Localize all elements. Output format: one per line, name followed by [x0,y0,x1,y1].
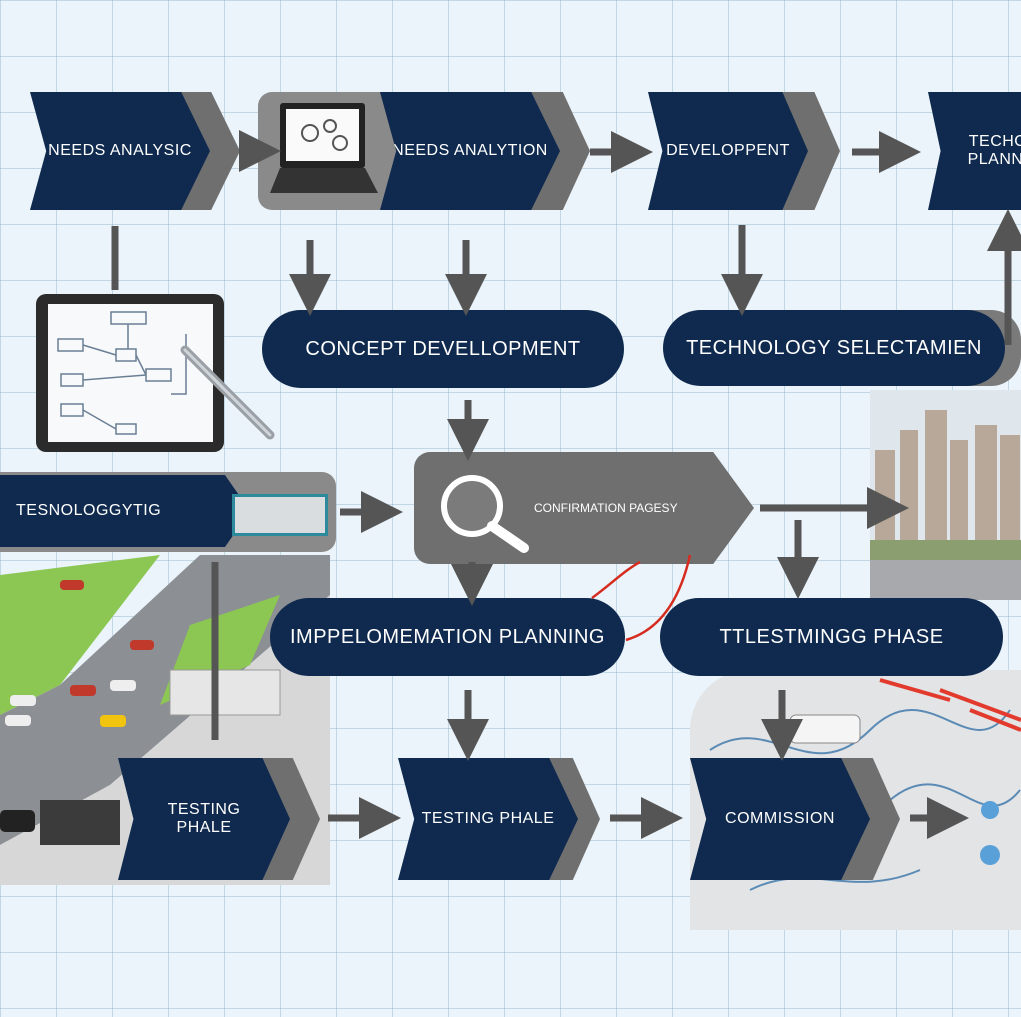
node-technology-selection: TECHNOLOGY SELECTAMIEN [663,310,1005,386]
laptop-icon [270,98,380,198]
city-skyline-icon [870,410,1021,600]
magnifier-icon [432,468,532,554]
node-development: DEVELOPPENT [648,92,808,210]
tablet-icon [36,294,226,454]
city-skyline-scene [870,390,1021,600]
node-testing-phase: TTLESTMINGG PHASE [660,598,1003,676]
node-needs-analysis: NEEDS ANALYSIC [30,92,210,210]
node-tech-planning: TECHO PLANNI [928,92,1021,210]
pen-icon [170,340,280,450]
node-technologygtig: TESNOLOGGYTIG [0,475,250,547]
node-commission: COMMISSION [690,758,870,880]
node-testing-phale-2: TESTING PHALE [398,758,578,880]
node-testing-phale-1: TESTING PHALE [118,758,290,880]
node-concept-development: CONCEPT DEVELLOPMENT [262,310,624,388]
node-implementation-planning: IMPPELOMEMATION PLANNING [270,598,625,676]
node-needs-analytion: NEEDS ANALYTION [380,92,560,210]
screen-thumbnails [232,494,328,536]
